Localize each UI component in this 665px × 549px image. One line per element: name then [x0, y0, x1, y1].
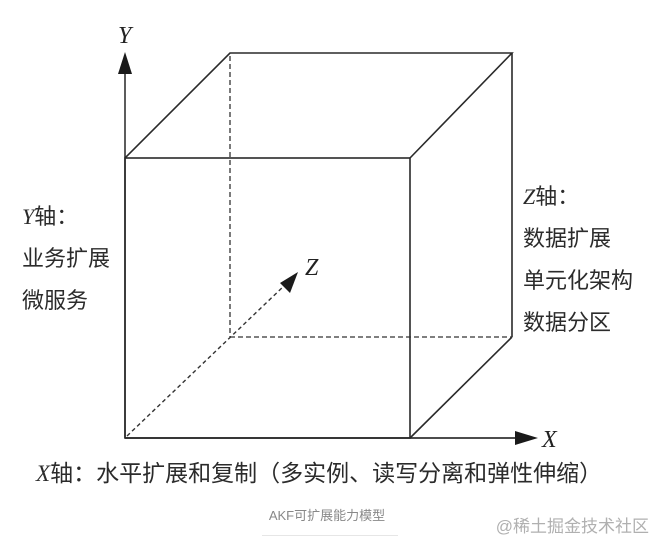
- z-axis-letter: Z: [305, 255, 319, 281]
- x-axis-letter: X: [542, 427, 557, 453]
- cube-top-face: [124, 52, 514, 159]
- z-axis-label-line-4: 数据分区: [523, 311, 612, 336]
- cube-bottom-right-edge: [409, 336, 513, 439]
- x-axis-description: X轴：水平扩展和复制（多实例、读写分离和弹性伸缩）: [36, 462, 602, 486]
- z-axis-description: Z轴： 数据扩展 单元化架构 数据分区: [523, 176, 633, 345]
- z-axis-line: [126, 283, 287, 437]
- watermark: @稀土掘金技术社区: [495, 517, 649, 536]
- x-axis-label-prefix: X: [36, 461, 51, 486]
- z-axis-label-line-2: 数据扩展: [523, 227, 612, 252]
- y-axis-label-line-1: 轴：: [34, 205, 79, 230]
- y-axis-description: Y轴： 业务扩展 微服务: [22, 196, 110, 323]
- y-axis-letter: Y: [118, 23, 132, 49]
- cube-front-face: [124, 157, 411, 439]
- caption-divider: [262, 535, 398, 536]
- z-axis-label-line-3: 单元化架构: [523, 269, 634, 294]
- z-axis-label-line-1: 轴：: [535, 185, 580, 210]
- y-axis-label-line-3: 微服务: [22, 289, 89, 314]
- x-axis-label-text: 轴：水平扩展和复制（多实例、读写分离和弹性伸缩）: [50, 461, 603, 487]
- y-axis-arrow-icon: [118, 52, 132, 74]
- x-axis-arrow-icon: [515, 431, 538, 445]
- y-axis-label-line-2: 业务扩展: [22, 247, 111, 272]
- y-axis-label-prefix: Y: [22, 204, 35, 229]
- figure-caption: AKF可扩展能力模型: [268, 508, 386, 523]
- z-axis-label-prefix: Z: [523, 184, 536, 209]
- z-axis-arrow-icon: [280, 272, 298, 293]
